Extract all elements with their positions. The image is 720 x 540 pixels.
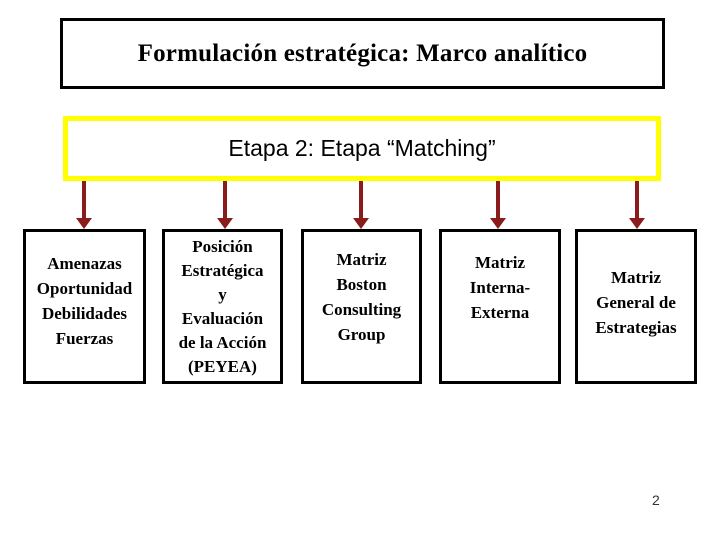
card-line: Matriz (610, 268, 662, 287)
card-line: Group (337, 325, 386, 344)
arrow-stem (496, 181, 500, 219)
card-foda: Amenazas Oportunidad Debilidades Fuerzas (23, 229, 146, 384)
card-line: Estrategias (595, 318, 677, 337)
down-arrow-icon (629, 181, 645, 229)
card-line: (PEYEA) (188, 357, 257, 376)
arrow-stem (223, 181, 227, 219)
down-arrow-icon (76, 181, 92, 229)
card-line: Matriz (474, 253, 526, 272)
page-number: 2 (652, 492, 660, 508)
card-line: Posición (192, 237, 253, 256)
card-line: y (218, 285, 227, 304)
card-line: Estratégica (181, 261, 264, 280)
arrow-head (353, 218, 369, 229)
stage-label: Etapa 2: Etapa “Matching” (228, 135, 496, 161)
arrow-head (490, 218, 506, 229)
card-line: General de (596, 293, 676, 312)
slide-title: Formulación estratégica: Marco analítico (137, 39, 588, 67)
arrow-head (629, 218, 645, 229)
card-line: de la Acción (178, 333, 267, 352)
card-line: Amenazas (47, 254, 122, 273)
card-line: Consulting (321, 300, 402, 319)
card-line: Externa (470, 303, 530, 322)
arrow-stem (359, 181, 363, 219)
card-interna-externa: Matriz Interna- Externa (439, 229, 561, 384)
arrow-head (76, 218, 92, 229)
card-peyea: Posición Estratégica y Evaluación de la … (162, 229, 283, 384)
card-line: Interna- (469, 278, 531, 297)
card-line: Evaluación (181, 309, 264, 328)
down-arrow-icon (353, 181, 369, 229)
card-line: Boston (336, 275, 387, 294)
down-arrow-icon (217, 181, 233, 229)
card-general-estrategias: Matriz General de Estrategias (575, 229, 697, 384)
title-box: Formulación estratégica: Marco analítico (60, 18, 665, 89)
card-bcg: Matriz Boston Consulting Group (301, 229, 422, 384)
arrow-head (217, 218, 233, 229)
card-line: Matriz (336, 250, 387, 269)
arrow-stem (635, 181, 639, 219)
stage-box: Etapa 2: Etapa “Matching” (63, 116, 661, 181)
card-line: Fuerzas (55, 329, 114, 348)
arrow-stem (82, 181, 86, 219)
card-line: Oportunidad (36, 279, 133, 298)
card-line: Debilidades (41, 304, 128, 323)
down-arrow-icon (490, 181, 506, 229)
